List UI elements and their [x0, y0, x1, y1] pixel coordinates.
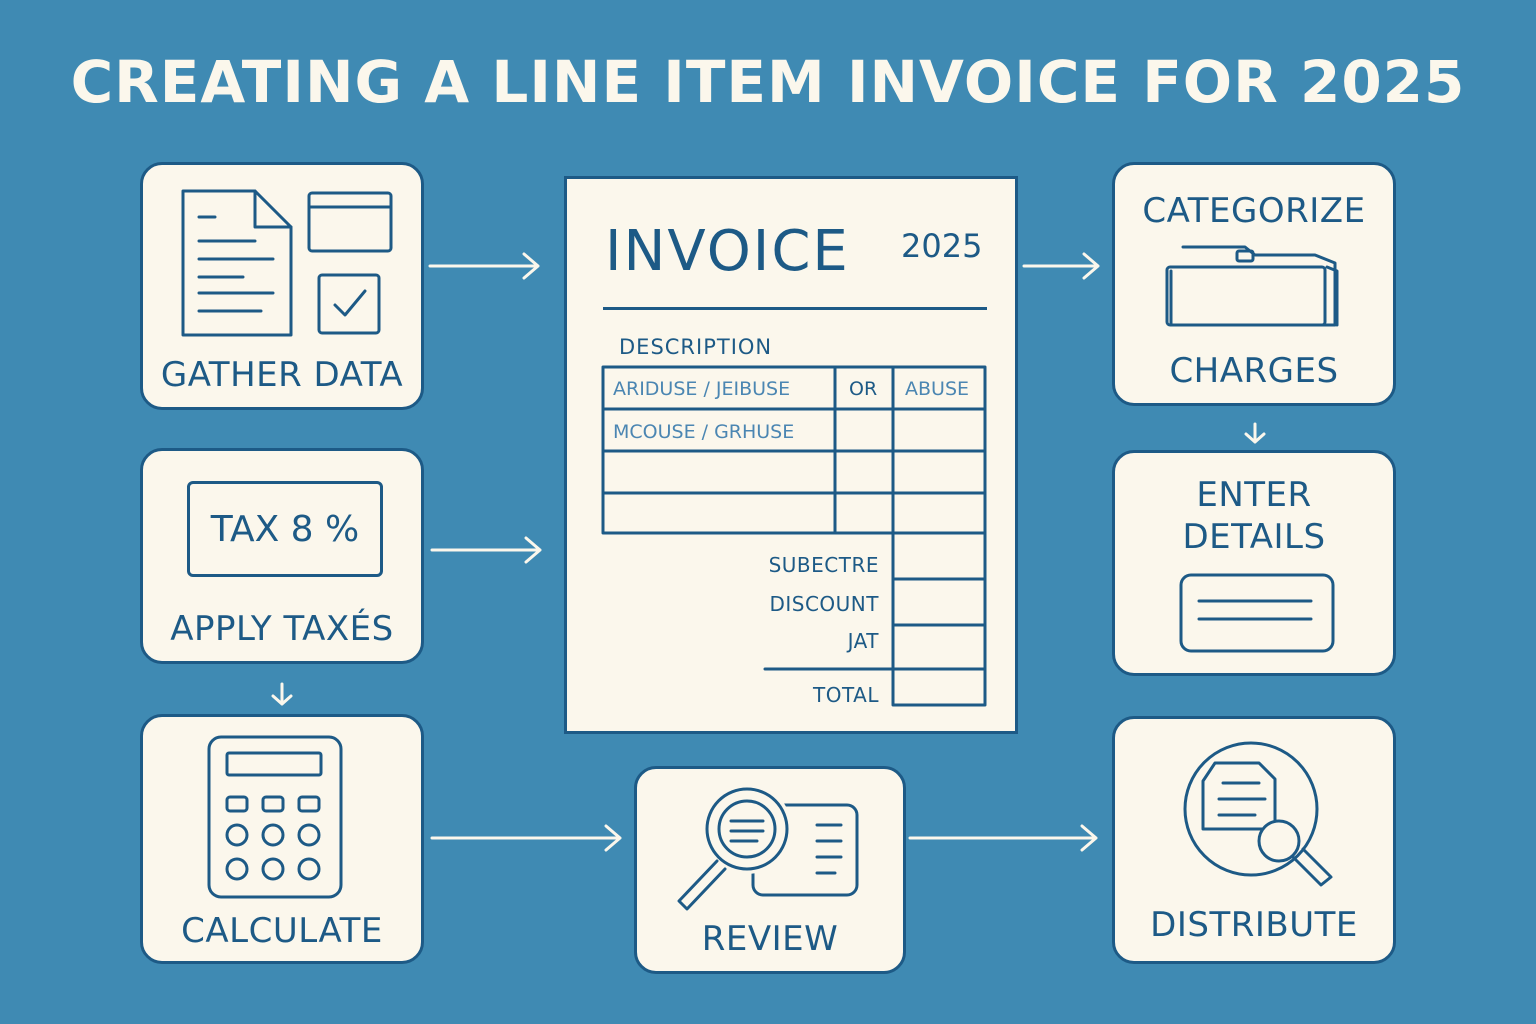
- categorize-label: CATEGORIZE: [1142, 191, 1366, 231]
- calculate-card: CALCULATE: [140, 714, 424, 964]
- calculator-icon: [207, 735, 343, 899]
- invoice-document: INVOICE 2025 DESCRIPTION ARIDUSE / JEIBU…: [564, 176, 1018, 734]
- row1-qty: OR: [849, 378, 878, 400]
- tax-rate-box: TAX 8 %: [187, 481, 383, 577]
- arrow-gather-to-invoice: [428, 252, 540, 280]
- document-search-icon: [1183, 741, 1333, 887]
- row1-description: ARIDUSE / JEIBUSE: [613, 378, 791, 400]
- description-header: DESCRIPTION: [619, 335, 773, 359]
- arrow-taxes-to-invoice: [430, 536, 542, 564]
- arrow-calculate-to-review: [430, 824, 622, 852]
- review-card: REVIEW: [634, 766, 906, 974]
- arrow-review-to-distribute: [908, 824, 1098, 852]
- vat-label: JAT: [847, 629, 879, 653]
- discount-label: DISCOUNT: [769, 592, 879, 616]
- documents-checklist-icon: [181, 189, 393, 337]
- subtotal-label: SUBECTRE: [768, 553, 879, 577]
- enter-label: ENTER: [1196, 475, 1312, 515]
- review-label: REVIEW: [701, 919, 839, 959]
- page-title: CREATING A LINE ITEM INVOICE FOR 2025: [70, 48, 1466, 116]
- apply-taxes-label: APPLY TAXÉS: [170, 609, 394, 649]
- calculate-label: CALCULATE: [181, 911, 383, 951]
- gather-data-card: GATHER DATA: [140, 162, 424, 410]
- arrow-categorize-to-enter: [1244, 422, 1266, 444]
- enter-details-card: ENTER DETAILS: [1112, 450, 1396, 676]
- form-field-icon: [1179, 573, 1335, 653]
- folder-icon: [1165, 245, 1339, 327]
- arrow-invoice-to-categorize: [1022, 252, 1100, 280]
- distribute-card: DISTRIBUTE: [1112, 716, 1396, 964]
- row2-description: MCOUSE / GRHUSE: [613, 421, 795, 443]
- invoice-year: 2025: [901, 227, 983, 265]
- arrow-taxes-to-calculate: [271, 682, 293, 706]
- details-label: DETAILS: [1182, 517, 1326, 557]
- distribute-label: DISTRIBUTE: [1150, 905, 1358, 945]
- line-item-table: [601, 365, 987, 707]
- row1-amount: ABUSE: [905, 378, 970, 400]
- magnifier-document-icon: [677, 784, 859, 911]
- apply-taxes-card: TAX 8 % APPLY TAXÉS: [140, 448, 424, 664]
- charges-label: CHARGES: [1169, 351, 1339, 391]
- categorize-charges-card: CATEGORIZE CHARGES: [1112, 162, 1396, 406]
- invoice-title: INVOICE: [605, 219, 850, 284]
- invoice-divider: [603, 307, 987, 310]
- gather-data-label: GATHER DATA: [160, 355, 404, 395]
- total-label: TOTAL: [813, 683, 879, 707]
